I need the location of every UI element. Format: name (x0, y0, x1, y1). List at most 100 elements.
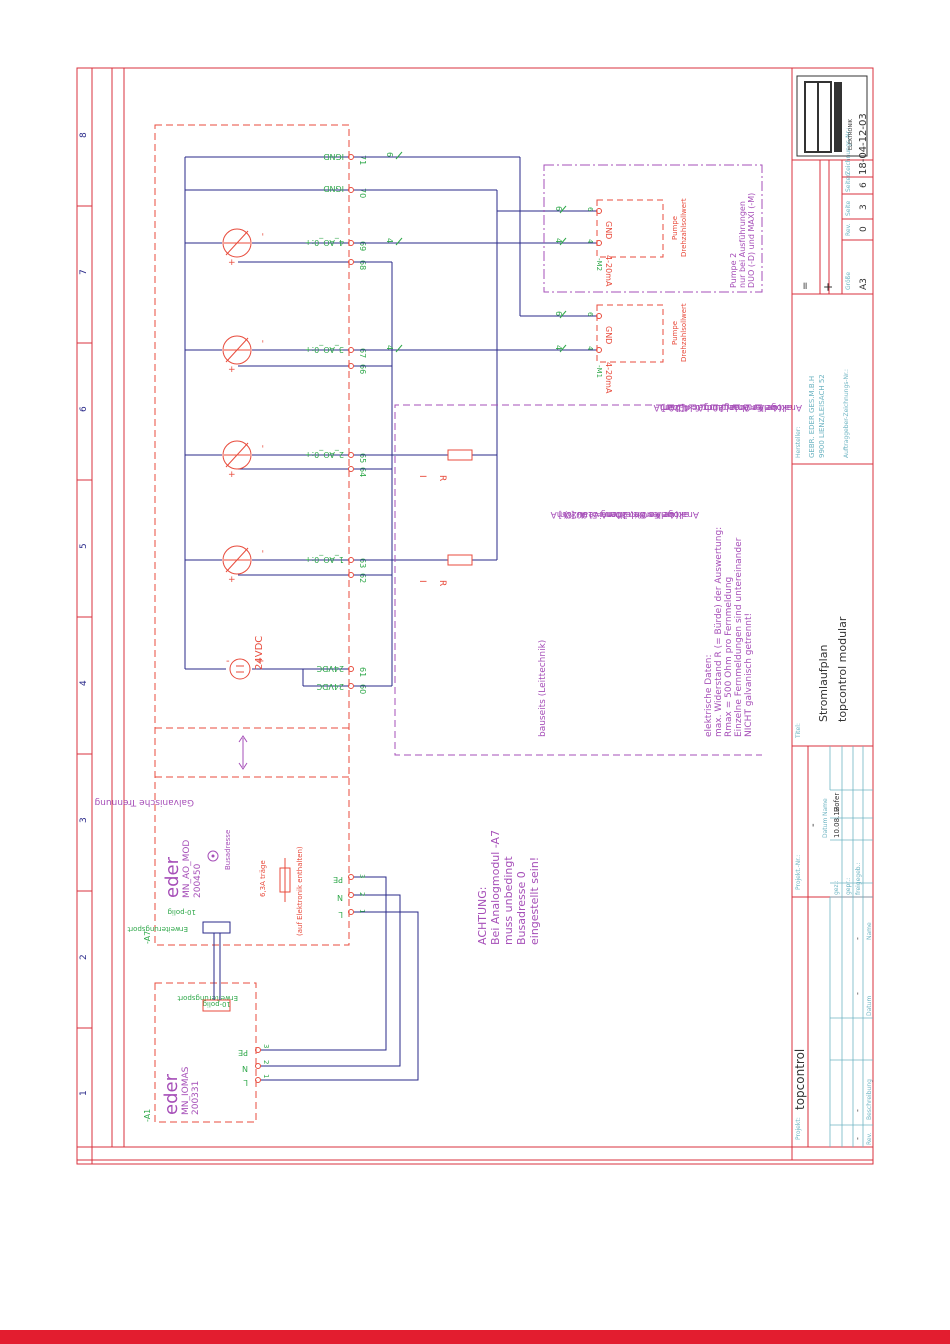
achtung-line3: muss unbedingt (502, 856, 515, 945)
column-label-6: 6 (79, 406, 89, 412)
source-minus-1: - (258, 550, 268, 553)
plus-sign: + (821, 282, 835, 292)
pump2-ref: -M2 (595, 258, 603, 271)
column-label-3: 3 (79, 817, 89, 823)
elec-line1: elektrische Daten: (704, 654, 714, 737)
a7-port-pins: 10-polig (168, 908, 197, 916)
gez-name: Hofer (833, 793, 841, 812)
source-minus-2: - (258, 445, 268, 448)
source-plus-2: + (228, 470, 236, 480)
terminal-70: 70 (358, 188, 367, 198)
a1-pinno-3: 3 (262, 1044, 270, 1048)
wire-no-4a: 4 (385, 345, 394, 350)
achtung-note: ACHTUNG: Bei Analogmodul -A7 muss unbedi… (476, 830, 541, 945)
terminal-65: 65 (358, 453, 367, 463)
rev-value: 0 (859, 226, 869, 232)
rev-label: Rev. (845, 223, 852, 236)
terminal-62: 62 (358, 573, 367, 583)
elec-line5: NICHT galvanisch getrennt! (744, 613, 754, 737)
terminal-69: 69 (358, 241, 367, 251)
resistor-r5-label: R (437, 580, 447, 586)
current-source-1 (222, 545, 252, 575)
column-label-5: 5 (79, 543, 89, 549)
a1-pin-pe: PE (238, 1048, 248, 1057)
fm6-line3: (4mA=0bar, 20mA=40bar) (660, 402, 782, 412)
resistor-r5-i: I (417, 580, 427, 583)
supply-wiring (184, 156, 349, 687)
a1-pin-l: L (243, 1078, 248, 1087)
current-source-4 (222, 228, 252, 258)
elec-line2: max. Widerstand R (= Bürde) der Auswertu… (714, 527, 724, 737)
pump1-subtitle: Drehzahlsollwert (680, 303, 688, 362)
terminal-label-61: 24VDC (316, 664, 344, 673)
wire-no-4c: 4 (554, 345, 563, 350)
a7-busaddr: Busadresse (224, 830, 232, 870)
achtung-line1: ACHTUNG: (476, 886, 489, 945)
terminal-label-71: IGND (323, 152, 344, 161)
seiten-label: Seiten (845, 173, 852, 192)
a1-ref: -A1 (143, 1109, 152, 1122)
achtung-line4: Busadresse 0 (515, 871, 528, 945)
name-dash: - (853, 937, 862, 940)
source-markers: + + + + - - - - (228, 233, 268, 585)
pump2-pin-a: 4 (586, 239, 594, 244)
a1-port-pins: 10-polig (203, 1000, 232, 1008)
bauseits-label: bauseits (Leittechnik) (538, 640, 548, 737)
terminal-label-69: 4_AO_0:+ (305, 238, 344, 247)
terminal-label-70: IGND (323, 184, 344, 193)
pump2-a: 4-20mA (604, 255, 613, 287)
titel-label: Titel: (795, 723, 802, 739)
module-a1: -A1 eder MN_IOMAS 200331 Erweiterungspor… (143, 994, 270, 1122)
mains-wiring (261, 876, 419, 1081)
groesse-label: Größe (845, 272, 852, 290)
terminal-strip (348, 154, 354, 689)
pump2-pin-b: 6 (586, 207, 594, 212)
fm5-line2: aktuelles Behälterniveau [%] (559, 509, 689, 519)
pump1-pin-b: 6 (586, 312, 594, 317)
zeichnungs-value: 18-04-12-03 (858, 113, 869, 175)
electrical-notes: bauseits (Leittechnik) elektrische Daten… (538, 527, 754, 737)
a1-pinno-1: 1 (262, 1074, 270, 1078)
pump2-title: Pumpe (671, 216, 679, 240)
bauseits-box (394, 404, 762, 756)
projekt-nr-value: - (808, 823, 819, 827)
pump1-a: 4-20mA (604, 362, 613, 394)
terminal-60: 60 (358, 684, 367, 694)
current-source-2 (222, 440, 252, 470)
column-label-4: 4 (79, 680, 89, 686)
title-block-inner (829, 746, 873, 1147)
a1-number: 200331 (191, 1081, 201, 1115)
resistor-r5: R I (417, 554, 473, 586)
a1-model: MN_IOMAS (181, 1066, 191, 1115)
resistor-r6-i: I (417, 475, 427, 478)
module-a7-box (154, 124, 350, 1123)
resistor-r6-label: R (437, 475, 447, 481)
column-labels: 1 2 3 4 5 6 7 8 (79, 132, 89, 1096)
pump1-title: Pumpe (671, 321, 679, 345)
hersteller-line2: 9900 LIENZ/LEISACH 52 (818, 374, 826, 458)
fm6-line1: Analoge Fernmeldung 6: 4-20mA (653, 402, 802, 412)
eq-sign: = (800, 282, 811, 290)
hersteller-label: Hersteller: (795, 427, 802, 458)
supply-minus: - (226, 656, 230, 667)
a1-brand: eder (161, 1073, 182, 1115)
title-block (791, 68, 873, 1160)
column-label-1: 1 (79, 1090, 89, 1096)
datum-column-header: Datum (866, 996, 873, 1016)
a7-pinno-3: 3 (358, 874, 366, 878)
a1-pinno-2: 2 (262, 1060, 270, 1064)
terminal-68: 68 (358, 260, 367, 270)
a7-number: 200450 (193, 863, 203, 898)
gepr-label: gepr.: (845, 878, 852, 895)
terminal-67: 67 (358, 348, 367, 358)
terminal-61: 61 (358, 667, 367, 677)
titel-line2: topcontrol modular (836, 616, 849, 722)
terminal-label-60: 24VDC (316, 682, 344, 691)
hersteller-line1: GEBR. EDER GES.M.B.H (808, 376, 816, 458)
a7-pinno-2: 2 (358, 892, 366, 896)
fm5-notes: Analoge Fernmeldung 5: 4-20mA aktuelles … (550, 509, 699, 519)
source-minus-4: - (258, 233, 268, 236)
pump2-subtitle: Drehzahlsollwert (680, 198, 688, 257)
drawing-frame (76, 67, 874, 1165)
